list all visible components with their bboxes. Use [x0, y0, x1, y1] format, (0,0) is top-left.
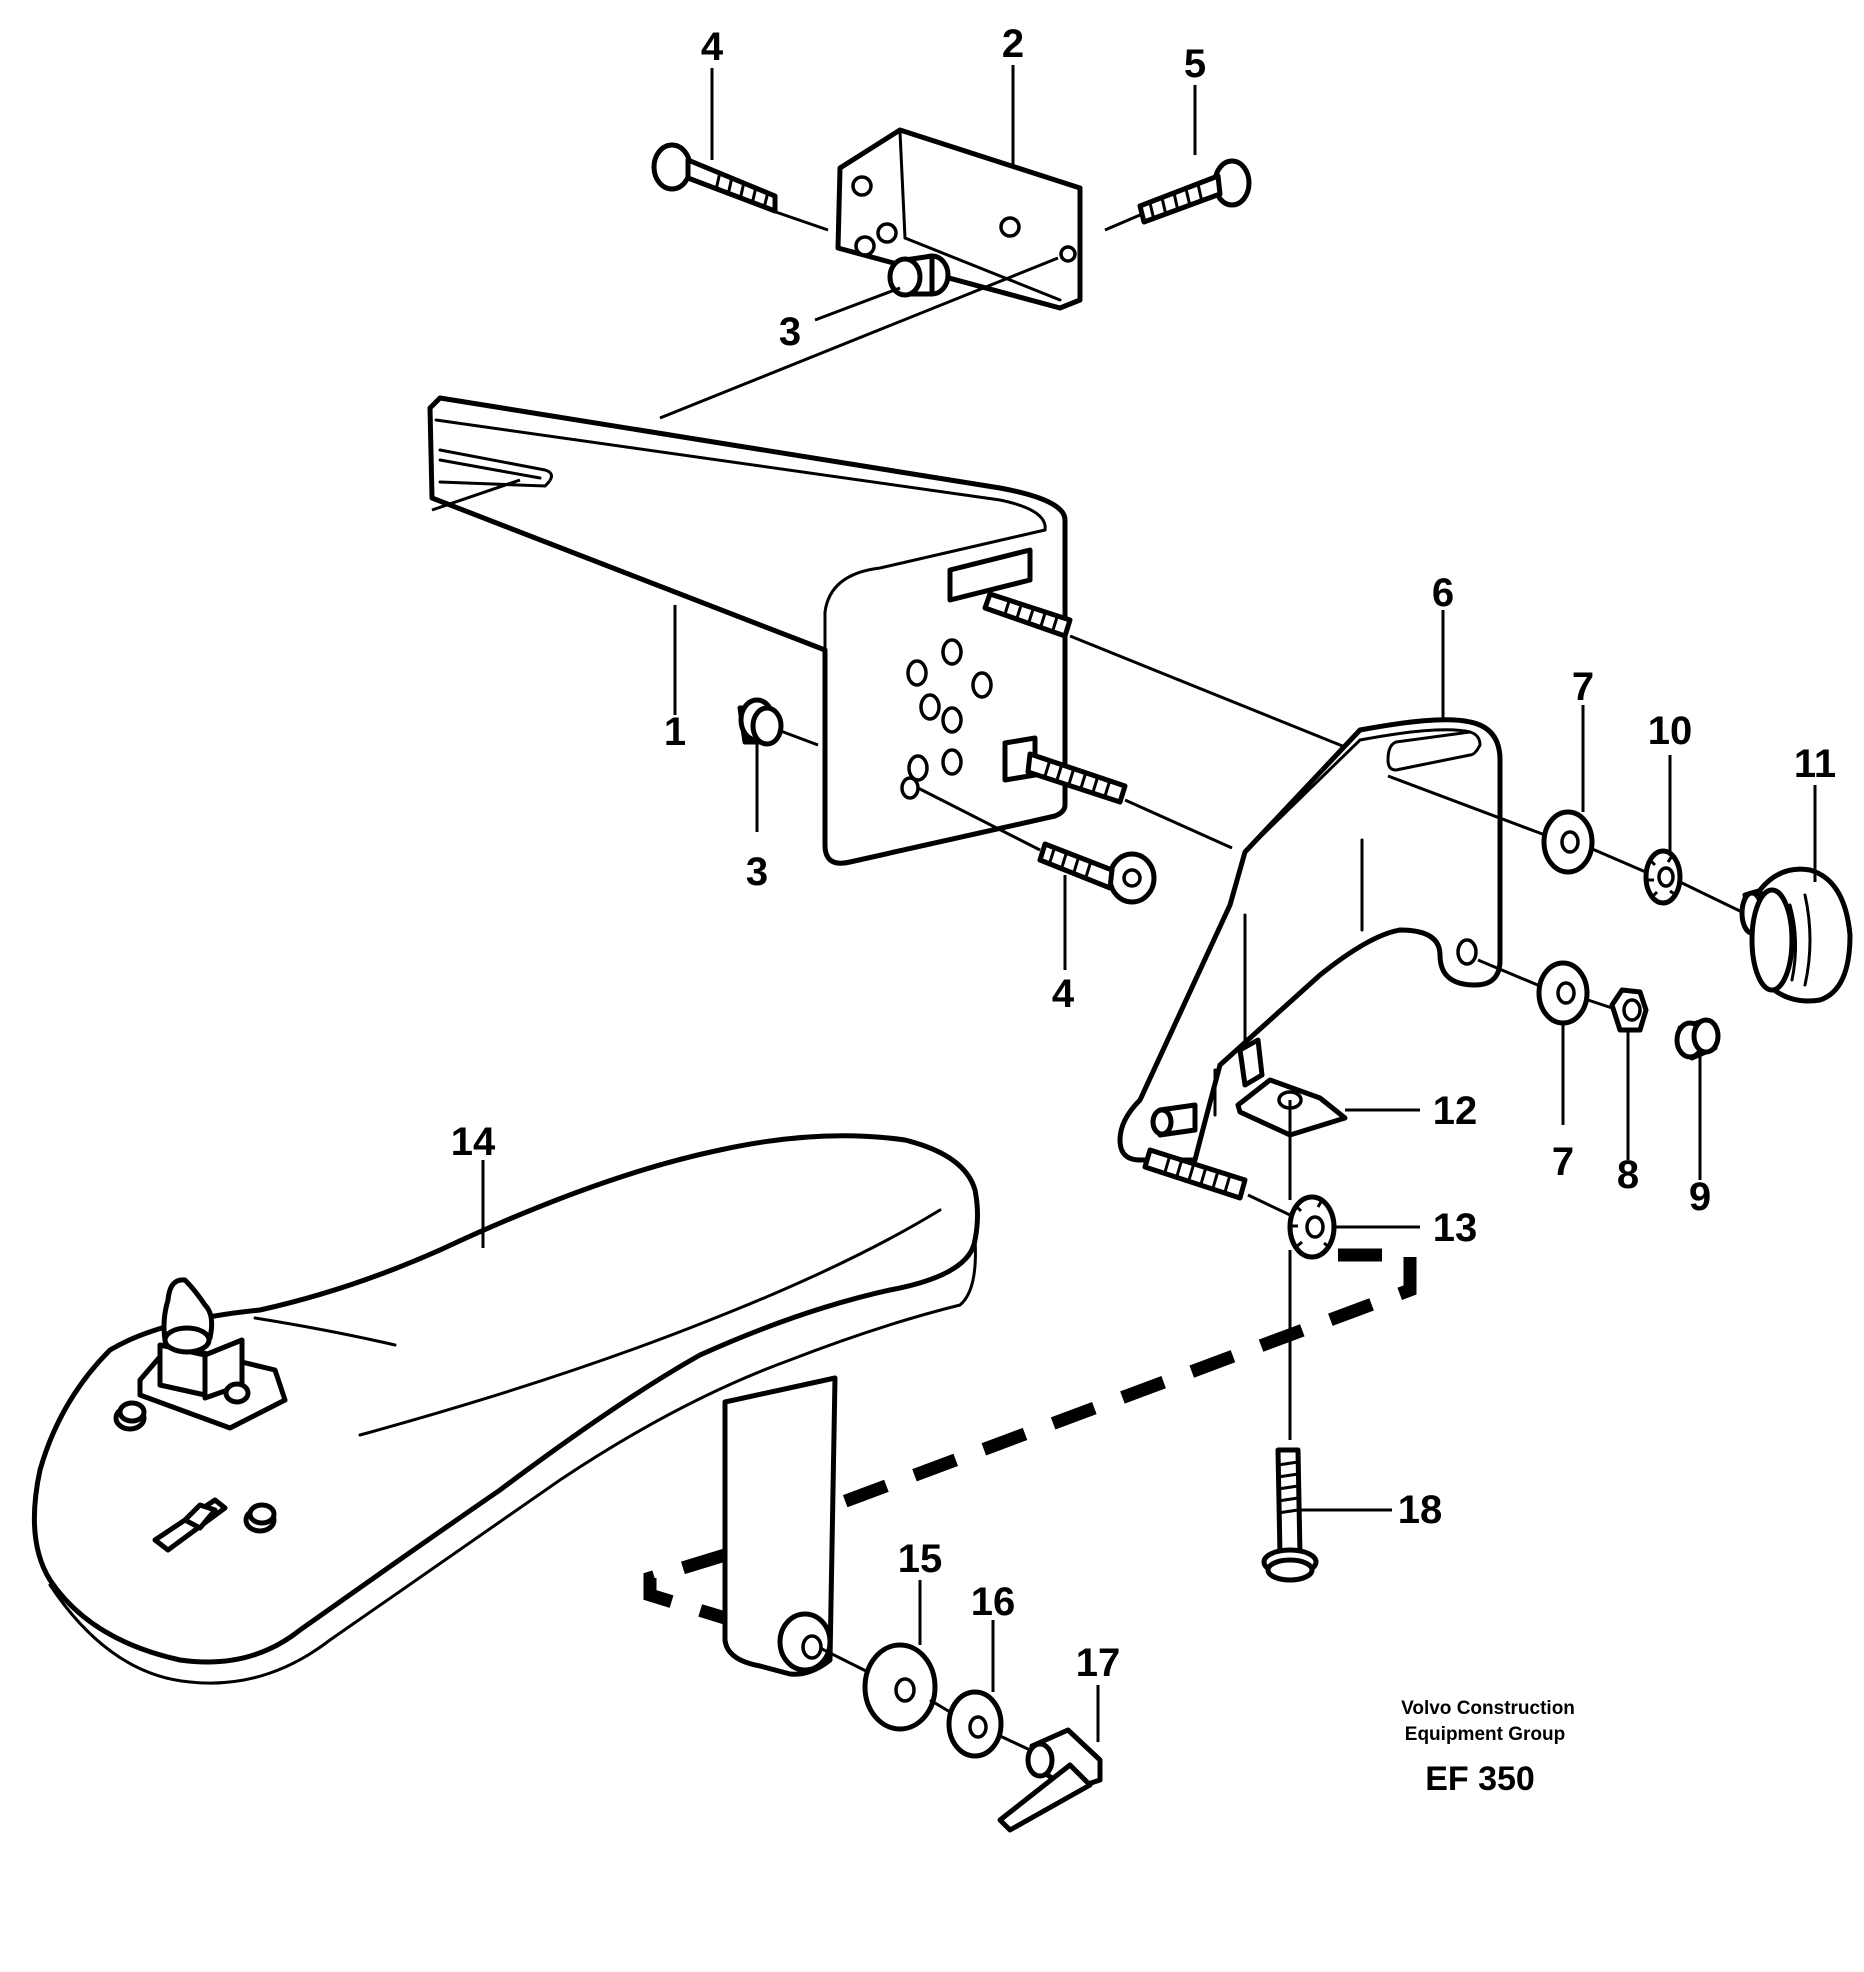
washer-part-7-lower	[1536, 960, 1590, 1026]
washer-part-7-upper	[1541, 809, 1595, 875]
armrest-part-14	[31, 1133, 980, 1685]
screw-part-4-top	[651, 142, 778, 214]
callout-leaders	[481, 65, 1817, 1742]
callout-15: 15	[898, 1537, 943, 1581]
callout-14: 14	[451, 1120, 496, 1164]
callout-4-middle: 4	[1052, 972, 1075, 1016]
callout-4-top: 4	[701, 25, 724, 69]
callout-10: 10	[1648, 709, 1693, 753]
callout-3-middle: 3	[746, 850, 768, 894]
mounting-bracket-part-1	[427, 395, 1128, 866]
angle-bracket-part-2	[835, 127, 1083, 311]
callout-3-top: 3	[779, 310, 801, 354]
figure-code: EF 350	[1425, 1760, 1535, 1798]
screw-part-5-top	[1137, 158, 1252, 225]
callout-13: 13	[1433, 1206, 1478, 1250]
callout-16: 16	[971, 1580, 1016, 1624]
spacer-part-3	[737, 697, 784, 747]
knob-part-11	[1739, 866, 1853, 1004]
nut-part-8	[1609, 987, 1649, 1033]
callout-labels: 1 2 3 3 4 4 5 6 7 7 8 9 10 11 12 13 14 1…	[451, 22, 1836, 1685]
washer-part-16	[946, 1689, 1004, 1759]
bracket-part-6	[1117, 717, 1503, 1201]
publisher-block: Volvo Construction Equipment Group EF 35…	[1401, 1698, 1575, 1798]
publisher-line-2: Equipment Group	[1405, 1724, 1565, 1745]
callout-1: 1	[664, 710, 686, 754]
callout-17: 17	[1076, 1641, 1121, 1685]
callout-7-lower: 7	[1552, 1140, 1574, 1184]
callout-6: 6	[1432, 571, 1454, 615]
callout-8: 8	[1617, 1153, 1639, 1197]
callout-18: 18	[1398, 1488, 1443, 1532]
callout-2: 2	[1002, 22, 1024, 66]
assembly-lines	[431, 208, 1745, 1752]
callout-5: 5	[1184, 42, 1206, 86]
screw-part-4-middle	[1037, 841, 1157, 905]
lock-washer-part-10	[1643, 848, 1683, 906]
washer-part-15	[862, 1642, 938, 1732]
publisher-line-1: Volvo Construction	[1401, 1698, 1575, 1719]
cap-part-9	[1674, 1017, 1721, 1061]
lever-part-17	[997, 1727, 1103, 1833]
bolt-part-18	[1261, 1447, 1319, 1583]
callout-12: 12	[1433, 1089, 1478, 1133]
callout-11: 11	[1794, 742, 1836, 786]
callout-9: 9	[1689, 1175, 1711, 1219]
callout-7-upper: 7	[1572, 665, 1594, 709]
nut-part-13	[1287, 1194, 1337, 1260]
